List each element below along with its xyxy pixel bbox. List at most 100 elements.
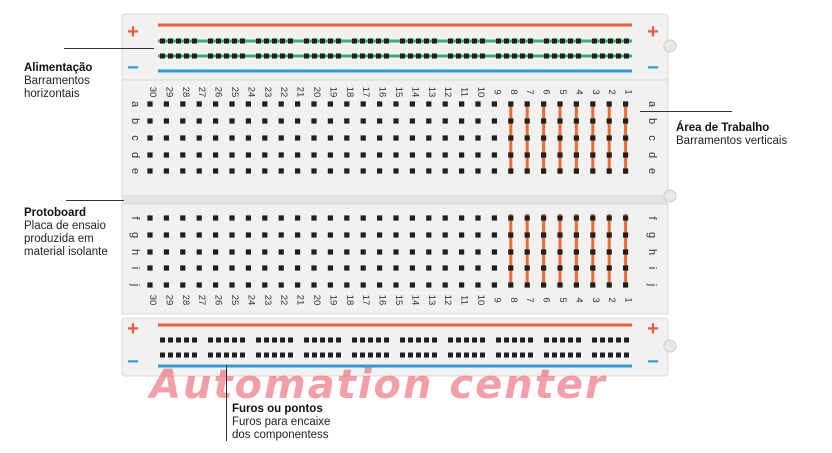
rail-hole <box>216 53 221 59</box>
terminal-hole <box>163 118 169 124</box>
rail-hole <box>520 53 525 59</box>
terminal-hole <box>163 282 169 288</box>
row-letter: g <box>129 232 141 238</box>
rail-hole <box>360 53 365 59</box>
terminal-hole <box>327 232 333 238</box>
column-number: 22 <box>278 87 289 98</box>
rail-hole <box>192 337 197 343</box>
rail-hole <box>560 53 565 59</box>
terminal-hole <box>541 249 547 255</box>
terminal-hole <box>213 168 219 174</box>
terminal-hole <box>344 152 350 158</box>
rail-hole <box>208 337 213 343</box>
terminal-hole <box>524 118 530 124</box>
row-letter: e <box>646 168 658 174</box>
terminal-hole <box>393 265 399 271</box>
terminal-hole <box>442 168 448 174</box>
terminal-hole <box>262 265 268 271</box>
terminal-hole <box>524 168 530 174</box>
terminal-hole <box>327 168 333 174</box>
terminal-hole <box>344 215 350 221</box>
terminal-hole <box>524 135 530 141</box>
rail-hole <box>568 337 573 343</box>
terminal-hole <box>459 282 465 288</box>
terminal-hole <box>262 282 268 288</box>
column-number: 16 <box>377 87 388 98</box>
area-pointer-line <box>640 111 732 112</box>
terminal-hole <box>409 265 415 271</box>
terminal-hole <box>541 282 547 288</box>
terminal-hole <box>278 249 284 255</box>
rail-hole <box>168 38 173 44</box>
terminal-hole <box>295 232 301 238</box>
terminal-hole <box>377 135 383 141</box>
terminal-hole <box>344 249 350 255</box>
terminal-hole <box>163 265 169 271</box>
terminal-hole <box>409 249 415 255</box>
terminal-hole <box>245 152 251 158</box>
terminal-hole <box>327 101 333 107</box>
rail-hole <box>480 53 485 59</box>
rail-hole <box>384 38 389 44</box>
terminal-hole <box>245 249 251 255</box>
terminal-hole <box>262 232 268 238</box>
terminal-hole <box>196 232 202 238</box>
rail-hole <box>496 337 501 343</box>
terminal-hole <box>590 135 596 141</box>
side-clip <box>663 39 677 53</box>
rail-hole <box>168 53 173 59</box>
rail-hole <box>304 337 309 343</box>
terminal-hole <box>245 135 251 141</box>
terminal-hole <box>163 152 169 158</box>
rail-hole <box>448 352 453 358</box>
terminal-hole <box>295 282 301 288</box>
rail-hole <box>280 53 285 59</box>
terminal-hole <box>508 265 514 271</box>
terminal-hole <box>295 118 301 124</box>
terminal-hole <box>327 118 333 124</box>
rail-hole <box>192 352 197 358</box>
column-number: 28 <box>180 295 191 306</box>
terminal-hole <box>557 232 563 238</box>
terminal-hole <box>278 152 284 158</box>
rail-hole <box>496 352 501 358</box>
terminal-hole <box>360 168 366 174</box>
terminal-hole <box>590 168 596 174</box>
terminal-hole <box>409 282 415 288</box>
rail-hole <box>160 53 165 59</box>
alimentacao-title: Alimentação <box>24 62 93 74</box>
column-number: 24 <box>245 295 256 306</box>
rail-hole <box>552 337 557 343</box>
column-number: 3 <box>590 297 601 302</box>
rail-hole <box>456 38 461 44</box>
rail-hole <box>280 38 285 44</box>
rail-hole <box>232 38 237 44</box>
terminal-hole <box>147 249 153 255</box>
terminal-hole <box>475 249 481 255</box>
rail-hole <box>432 337 437 343</box>
area-label: Área de Trabalho Barramentos verticais <box>676 122 787 148</box>
alimentacao-label: Alimentação Barramentos horizontais <box>24 62 92 101</box>
terminal-hole <box>459 152 465 158</box>
terminal-hole <box>180 118 186 124</box>
terminal-hole <box>327 265 333 271</box>
rail-hole <box>328 38 333 44</box>
rail-hole <box>528 38 533 44</box>
terminal-hole <box>491 118 497 124</box>
terminal-hole <box>229 249 235 255</box>
terminal-hole <box>180 215 186 221</box>
rail-hole <box>480 337 485 343</box>
terminal-hole <box>213 215 219 221</box>
terminal-hole <box>573 282 579 288</box>
row-letter: g <box>646 232 658 238</box>
rail-hole <box>576 352 581 358</box>
rail-hole <box>256 352 261 358</box>
rail-hole <box>528 352 533 358</box>
minus-sign: − <box>127 351 139 373</box>
rail-hole <box>232 53 237 59</box>
terminal-hole <box>606 215 612 221</box>
terminal-hole <box>180 249 186 255</box>
rail-hole <box>328 352 333 358</box>
rail-hole <box>616 352 621 358</box>
rail-hole <box>576 38 581 44</box>
